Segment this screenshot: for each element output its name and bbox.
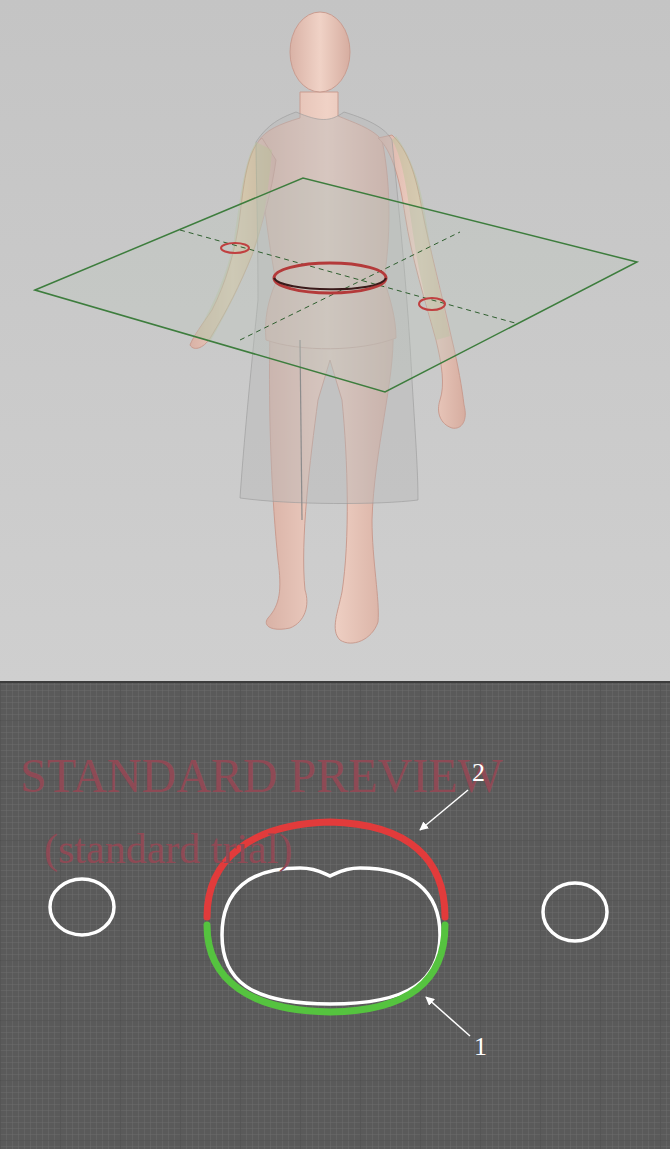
grid-major (0, 682, 670, 1149)
section-rings (221, 243, 445, 310)
watermark: (standard trial) (44, 828, 292, 870)
callout-number: 2 (472, 760, 485, 786)
cross-section (50, 790, 607, 1036)
grid-panel (0, 682, 670, 1149)
lower-arc (207, 925, 445, 1012)
leader-line (426, 997, 470, 1036)
cutting-plane (35, 178, 637, 392)
grid-minor (0, 682, 670, 1149)
top-panel (0, 0, 670, 682)
callout-number: 1 (474, 1034, 487, 1060)
watermark: STANDARD PREVIEW (20, 752, 503, 800)
